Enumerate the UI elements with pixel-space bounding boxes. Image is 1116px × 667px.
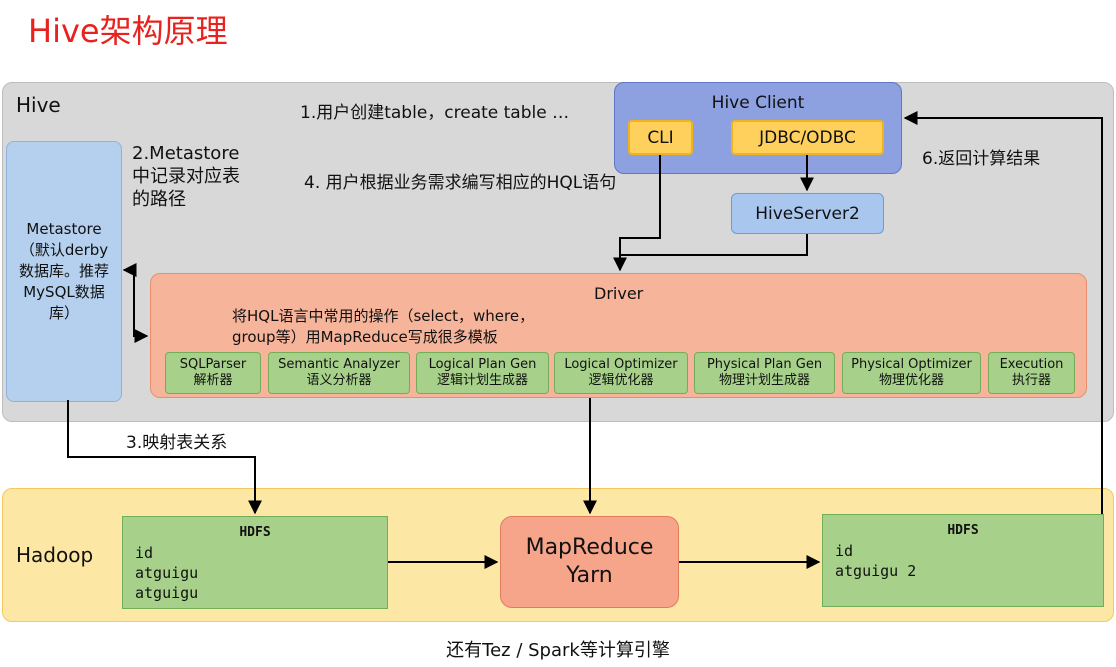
driver-component-physical-optimizer: Physical Optimizer 物理优化器: [842, 352, 981, 394]
component-en-label: Execution: [999, 357, 1064, 372]
hdfs-output-title: HDFS: [947, 523, 979, 538]
hdfs-output-box: HDFS id atguigu 2: [822, 514, 1104, 607]
step2-annotation: 2.Metastore中记录对应表的路径: [132, 143, 240, 210]
hdfs-input-title: HDFS: [239, 525, 271, 540]
component-en-label: Logical Optimizer: [564, 357, 678, 372]
component-zh-label: 逻辑计划生成器: [436, 373, 528, 388]
driver-component-execution: Execution 执行器: [988, 352, 1075, 394]
hdfs-input-line: id: [135, 544, 154, 562]
jdbc-odbc-box: JDBC/ODBC: [731, 120, 884, 155]
step1-annotation: 1.用户创建table，create table …: [300, 103, 570, 123]
driver-description: 将HQL语言中常用的操作（select，where，group等）用MapRed…: [232, 307, 535, 346]
driver-component-physical-plan-gen: Physical Plan Gen 物理计划生成器: [694, 352, 835, 394]
metastore-to-hdfs-arrow: [67, 400, 262, 515]
component-en-label: Physical Optimizer: [851, 357, 972, 372]
hdfs-input-line: atguigu: [135, 564, 199, 582]
component-zh-label: 物理计划生成器: [718, 373, 810, 388]
cli-to-driver-arrow: [613, 155, 661, 272]
component-zh-label: 语义分析器: [306, 373, 372, 388]
mapreduce-yarn-box: MapReduce Yarn: [500, 516, 679, 608]
driver-component-semantic-analyzer: Semantic Analyzer 语义分析器: [268, 352, 410, 394]
step4-annotation: 4. 用户根据业务需求编写相应的HQL语句: [304, 173, 617, 193]
mapreduce-label: MapReduce: [525, 535, 654, 560]
hiveserver2-box: HiveServer2: [731, 193, 884, 234]
component-zh-label: 逻辑优化器: [588, 373, 654, 388]
page-title: Hive架构原理: [28, 12, 228, 50]
metastore-box: Metastore（默认derby数据库。推荐MySQL数据库）: [6, 141, 122, 402]
footer-note: 还有Tez / Spark等计算引擎: [446, 640, 670, 661]
hdfs-input-line: atguigu: [135, 584, 199, 602]
hdfs-output-line: id: [835, 542, 854, 560]
hive-client-title: Hive Client: [711, 93, 805, 113]
hiveserver2-to-driver-arrow: [620, 234, 808, 256]
driver-component-logical-optimizer: Logical Optimizer 逻辑优化器: [554, 352, 688, 394]
yarn-label: Yarn: [566, 563, 613, 588]
driver-component-sqlparser: SQLParser 解析器: [165, 352, 261, 394]
step6-annotation: 6.返回计算结果: [922, 149, 1041, 169]
metastore-driver-arrow: [122, 263, 149, 343]
component-en-label: SQLParser: [179, 357, 247, 372]
cli-box: CLI: [628, 120, 693, 155]
component-zh-label: 执行器: [1011, 373, 1051, 388]
component-zh-label: 解析器: [193, 373, 233, 388]
hdfs-input-box: HDFS id atguigu atguigu: [122, 516, 388, 609]
driver-title: Driver: [594, 284, 644, 303]
driver-component-logical-plan-gen: Logical Plan Gen 逻辑计划生成器: [416, 352, 549, 394]
component-en-label: Physical Plan Gen: [706, 357, 823, 372]
metastore-label: Metastore（默认derby数据库。推荐MySQL数据库）: [18, 220, 109, 322]
result-to-client-arrow: [903, 111, 1103, 514]
component-en-label: Semantic Analyzer: [278, 357, 400, 372]
hdfs-output-line: atguigu 2: [835, 562, 917, 580]
component-zh-label: 物理优化器: [878, 373, 944, 388]
component-en-label: Logical Plan Gen: [428, 357, 537, 372]
hive-region-label: Hive: [16, 93, 61, 117]
hadoop-region-label: Hadoop: [16, 543, 94, 567]
step3-annotation: 3.映射表关系: [126, 433, 228, 453]
